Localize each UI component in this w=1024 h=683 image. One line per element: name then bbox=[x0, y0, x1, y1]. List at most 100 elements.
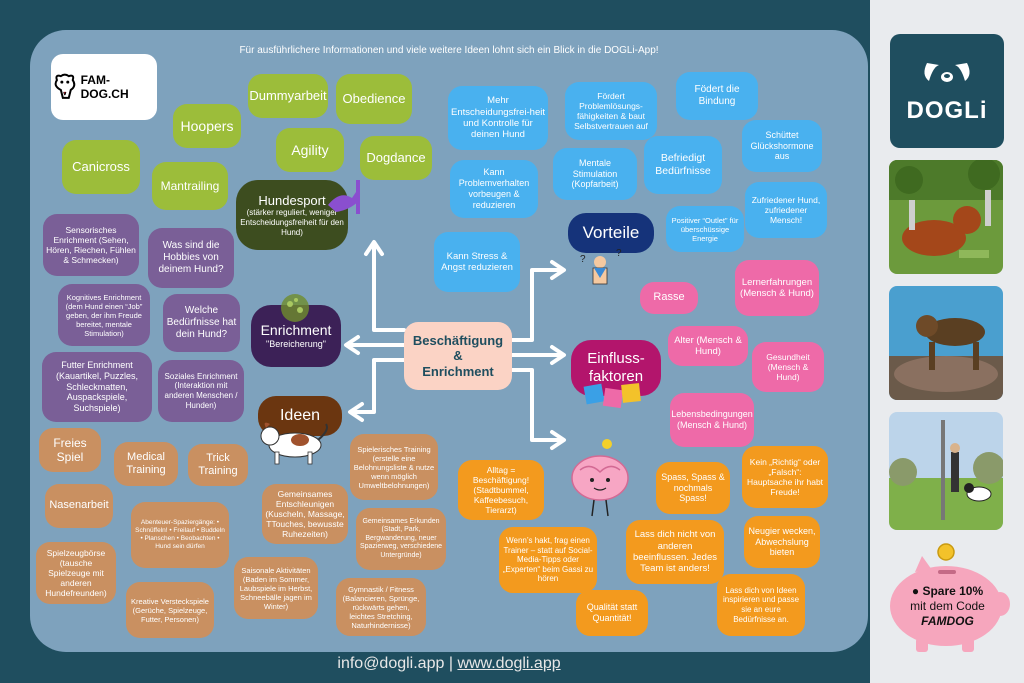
hub-hundesport-sub: (stärker reguliert, weniger Entscheidung… bbox=[240, 208, 344, 237]
tip-kein-richtig: Kein „Richtig“ oder „Falsch“: Hauptsache… bbox=[742, 446, 828, 508]
photo-shepherd-dog-image bbox=[889, 286, 1003, 400]
idea-saisonale-aktivitaeten: Saisonale Aktivitäten (Baden im Sommer, … bbox=[234, 557, 318, 619]
idea-abenteuer-spaziergaenge: Abenteuer-Spaziergänge: • Schnüffeln! • … bbox=[131, 502, 229, 568]
hub-vorteile: Vorteile bbox=[568, 213, 654, 253]
tip-alltag: Alltag = Beschäftigung! (Stadtbummel, Ka… bbox=[458, 460, 544, 520]
sport-dogdance: Dogdance bbox=[360, 136, 432, 180]
famdog-logo[interactable]: FAM-DOG.CH bbox=[51, 54, 157, 120]
dogli-app-name: DOGLi bbox=[906, 97, 988, 124]
idea-trick-training: Trick Training bbox=[188, 444, 248, 486]
arrow-to-vorteile bbox=[510, 268, 564, 342]
promo-text: ● Spare 10% mit dem Code FAMDOG bbox=[880, 584, 1015, 629]
center-line3: Enrichment bbox=[422, 363, 494, 379]
sport-agility: Agility bbox=[276, 128, 344, 172]
photo-park-dogs-image bbox=[889, 412, 1003, 530]
arrow-to-ideen bbox=[350, 358, 406, 414]
question-hobbies: Was sind die Hobbies von deinem Hund? bbox=[148, 228, 234, 288]
idea-freies-spiel: Freies Spiel bbox=[39, 428, 101, 472]
logo-text: FAM-DOG.CH bbox=[80, 73, 129, 101]
hub-enrichment-sub: "Bereicherung" bbox=[266, 339, 326, 349]
dogli-dog-face-icon bbox=[924, 63, 970, 82]
factor-lernerfahrungen: Lernerfahrungen (Mensch & Hund) bbox=[735, 260, 819, 316]
photo-shepherd-dog bbox=[889, 286, 1003, 400]
benefit-glueckshormone: Schüttet Glückshormone aus bbox=[742, 120, 822, 172]
enrichment-kognitiv: Kognitives Enrichment (dem Hund einen “J… bbox=[58, 284, 150, 346]
promo-discount: Spare 10% bbox=[922, 584, 984, 598]
sport-mantrailing: Mantrailing bbox=[152, 162, 228, 210]
sport-obedience: Obedience bbox=[336, 74, 412, 124]
enrichment-sozial: Soziales Enrichment (Interaktion mit and… bbox=[158, 360, 244, 422]
factor-lebensbedingungen: Lebensbedingungen (Mensch & Hund) bbox=[670, 393, 754, 447]
enrichment-sensorisch: Sensorisches Enrichment (Sehen, Hören, R… bbox=[43, 214, 139, 276]
sport-canicross: Canicross bbox=[62, 140, 140, 194]
tip-neugier: Neugier wecken, Abwechslung bieten bbox=[744, 516, 820, 568]
arrow-to-hundesport bbox=[372, 243, 406, 332]
arrow-to-tips bbox=[510, 368, 564, 442]
idea-gymnastik: Gymnastik / Fitness (Balancieren, Sprüng… bbox=[336, 578, 426, 636]
hub-hundesport: Hundesport (stärker reguliert, weniger E… bbox=[236, 180, 348, 250]
footer-website-link[interactable]: www.dogli.app bbox=[457, 655, 561, 672]
benefit-problemverhalten: Kann Problemverhalten vorbeugen & reduzi… bbox=[450, 160, 538, 218]
benefit-beduerfnisse: Befriedigt Bedürfnisse bbox=[644, 136, 722, 194]
arrowhead-hundesport bbox=[364, 240, 384, 256]
photo-golden-dog-image bbox=[889, 160, 1003, 274]
footer-email[interactable]: info@dogli.app bbox=[337, 655, 445, 672]
benefit-zufriedener-hund: Zufriedener Hund, zufriedener Mensch! bbox=[745, 182, 827, 238]
sport-dummyarbeit: Dummyarbeit bbox=[248, 74, 328, 118]
benefit-entscheidungsfreiheit: Mehr Entscheidungsfrei-heit und Kontroll… bbox=[448, 86, 548, 150]
tip-trainer: Wenn’s hakt, frag einen Trainer – statt … bbox=[499, 527, 597, 593]
promo-line1: ● Spare 10% bbox=[911, 584, 984, 598]
question-beduerfnisse: Welche Bedürfnisse hat dein Hund? bbox=[163, 294, 240, 352]
promo-line2: mit dem Code bbox=[910, 599, 985, 613]
hub-enrichment-title: Enrichment bbox=[260, 322, 332, 339]
center-line2: & bbox=[453, 348, 463, 364]
tip-inspirieren: Lass dich von Ideen inspirieren und pass… bbox=[717, 574, 805, 636]
idea-erkunden: Gemeinsames Erkunden (Stadt, Park, Bergw… bbox=[356, 508, 446, 570]
promo-code[interactable]: FAMDOG bbox=[921, 614, 974, 628]
benefit-stress: Kann Stress & Angst reduzieren bbox=[434, 232, 520, 292]
factor-alter: Alter (Mensch & Hund) bbox=[668, 326, 748, 366]
tip-qualitaet: Qualität statt Quantität! bbox=[576, 590, 648, 636]
idea-nasenarbeit: Nasenarbeit bbox=[45, 484, 113, 528]
tip-spass: Spass, Spass & nochmals Spass! bbox=[656, 462, 730, 514]
idea-versteckspiele: Kreative Versteckspiele (Gerüche, Spielz… bbox=[126, 582, 214, 638]
benefit-mentale-stimulation: Mentale Stimulation (Kopfarbeit) bbox=[553, 148, 637, 200]
idea-entschleunigen: Gemeinsames Entschleunigen (Kuscheln, Ma… bbox=[262, 484, 348, 544]
footer-separator: | bbox=[448, 655, 453, 672]
idea-spielzeugboerse: Spielzeugbörse (tausche Spielzeuge mit a… bbox=[36, 542, 116, 604]
benefit-outlet: Positiver “Outlet” für überschüssige Ene… bbox=[666, 206, 744, 252]
tip-nicht-beeinflussen: Lass dich nicht von anderen beeinflussen… bbox=[626, 520, 724, 584]
sport-hoopers: Hoopers bbox=[173, 104, 241, 148]
hub-ideen-title: Ideen bbox=[279, 407, 321, 425]
hub-vorteile-title: Vorteile bbox=[582, 222, 640, 242]
center-topic: Beschäftigung & Enrichment bbox=[404, 322, 512, 390]
hub-einflussfaktoren: Einfluss- faktoren bbox=[571, 340, 661, 396]
hub-hundesport-title: Hundesport bbox=[258, 192, 326, 208]
idea-spielerisches-training: Spielerisches Training (erstelle eine Be… bbox=[350, 434, 438, 500]
dog-logo-icon bbox=[54, 73, 76, 99]
enrichment-futter: Futter Enrichment (Kauartikel, Puzzles, … bbox=[42, 352, 152, 422]
footer-contact: info@dogli.app | www.dogli.app bbox=[30, 655, 868, 673]
dogli-app-logo[interactable]: DOGLi bbox=[890, 34, 1004, 148]
hub-einfluss-line1: Einfluss- bbox=[587, 350, 645, 367]
benefit-bindung: Födert die Bindung bbox=[676, 72, 758, 120]
idea-medical-training: Medical Training bbox=[114, 442, 178, 486]
svg-text:?: ? bbox=[616, 248, 622, 259]
hub-einfluss-line2: faktoren bbox=[588, 368, 644, 385]
benefit-problemloesung: Fördert Problemlösungs-fähigkeiten & bau… bbox=[565, 82, 657, 140]
photo-park-dogs bbox=[889, 412, 1003, 530]
factor-gesundheit: Gesundheit (Mensch & Hund) bbox=[752, 342, 824, 392]
svg-text:?: ? bbox=[580, 254, 586, 265]
top-note: Für ausführlichere Informationen und vie… bbox=[239, 45, 659, 56]
photo-golden-dog bbox=[889, 160, 1003, 274]
factor-rasse: Rasse bbox=[640, 282, 698, 314]
